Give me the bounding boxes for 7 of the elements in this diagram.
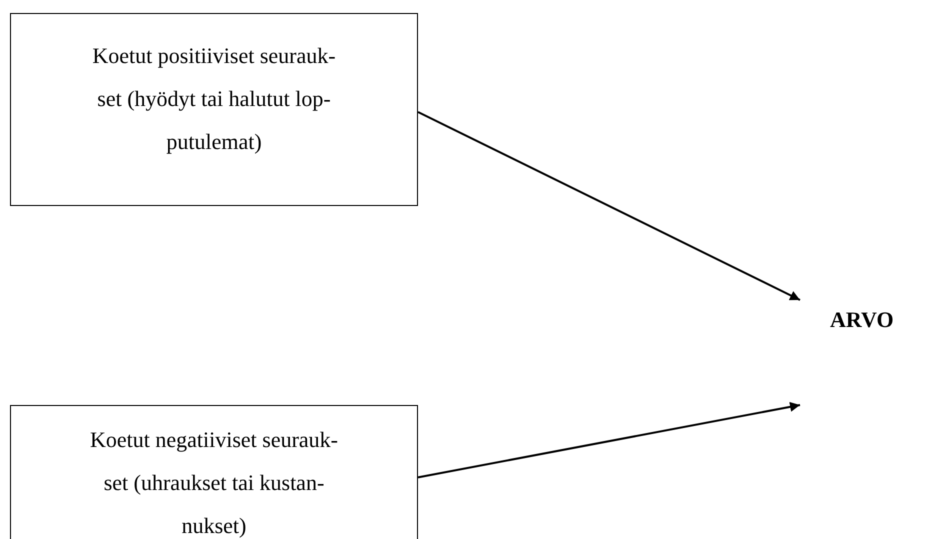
arrow	[418, 402, 800, 478]
text-box	[10, 13, 418, 206]
node-label: ARVO	[830, 306, 895, 334]
box-text: Koetut negatiiviset seurauk- set (uhraukset tai kustan- nukset)	[88, 426, 340, 539]
box-text: Koetut positiiviset seurauk- set (hyödyt tai halutut lop- putulemat)	[91, 42, 337, 156]
text-box	[10, 405, 418, 539]
arrow	[418, 111, 800, 301]
